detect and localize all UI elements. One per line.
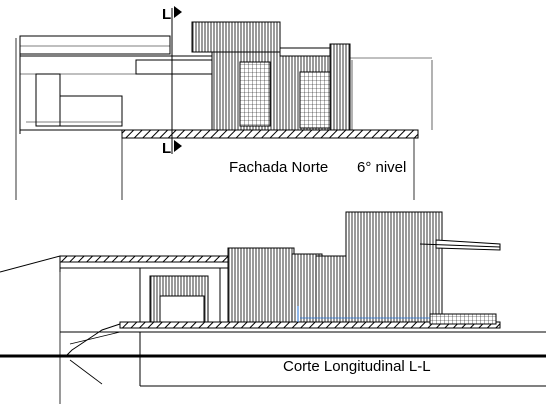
facade-north-elevation (15, 8, 433, 200)
section-mark-label-bottom: L (162, 140, 171, 157)
section-accent-line (297, 306, 430, 322)
facade-level-label: 6° nivel (357, 159, 406, 176)
section-mark-label-top: L (162, 6, 171, 23)
facade-title: Fachada Norte (229, 159, 328, 176)
section-title: Corte Longitudinal L-L (283, 358, 431, 375)
longitudinal-section (0, 211, 546, 404)
section-marker-bottom: L (162, 140, 182, 157)
section-marker-top: L (162, 6, 182, 23)
